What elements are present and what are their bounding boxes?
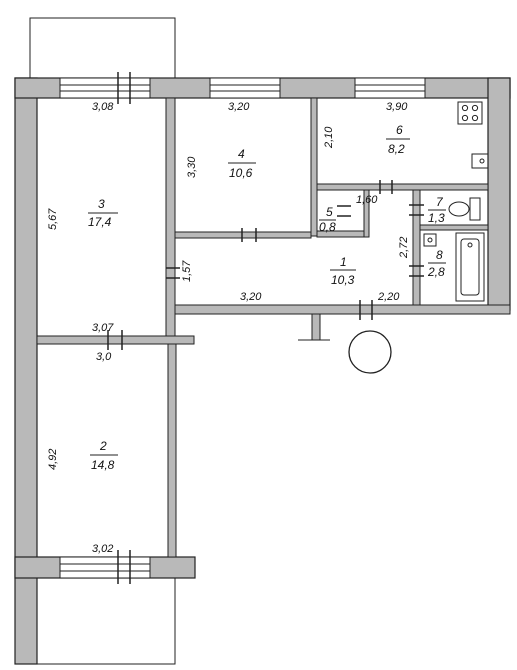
room-6-dim-h: 3,90 [386, 101, 408, 113]
wall-3-4 [165, 97, 176, 342]
room-1-dim-h: 3,20 [240, 291, 262, 303]
room-2-dim-v: 4,92 [47, 449, 59, 470]
stove-icon [457, 101, 483, 125]
room-3-area: 17,4 [88, 215, 112, 229]
room-6-dim-v: 2,10 [323, 126, 335, 149]
right-outer-wall [487, 77, 511, 311]
wall-2-corridor [167, 340, 177, 558]
room-2-dim-h2: 3,0 [96, 351, 112, 363]
window-room-2 [59, 556, 151, 579]
wall-4-6 [310, 97, 318, 237]
wall-1-7 [412, 189, 421, 306]
sink-icon [471, 153, 489, 169]
room-7-number: 7 [436, 195, 444, 209]
room-1-dim-h2: 2,20 [377, 291, 400, 303]
room-3-dim-h: 3,08 [92, 101, 114, 113]
window-room-4 [209, 77, 281, 99]
landing-circle [348, 330, 392, 374]
room-2-dim-h3: 3,02 [92, 543, 113, 555]
window-room-6 [354, 77, 426, 99]
bottom-balcony [29, 577, 176, 665]
room-3-dim-v: 5,67 [47, 208, 59, 230]
wall-4-1 [174, 231, 312, 239]
top-balcony [29, 17, 176, 79]
room-1-number: 1 [340, 255, 347, 269]
toilet-icon [448, 197, 481, 221]
room-4-dim-v: 3,30 [186, 156, 198, 178]
room-2-number: 2 [99, 439, 107, 453]
room-2-dim-h: 3,07 [92, 322, 114, 334]
room-5-dim-h: 1,60 [356, 194, 378, 206]
room-6-number: 6 [396, 123, 403, 137]
room-4-number: 4 [238, 147, 245, 161]
wall-7-8 [419, 224, 489, 231]
room-5-number: 5 [326, 205, 333, 219]
entrance-stub [311, 313, 321, 341]
room-1-dim-v2: 1,57 [181, 260, 193, 282]
room-1-area: 10,3 [331, 273, 355, 287]
room-7-area: 1,3 [428, 211, 445, 225]
window-room-3 [59, 77, 151, 99]
wall-3-2 [36, 335, 195, 345]
room-2-area: 14,8 [91, 458, 115, 472]
room-4-area: 10,6 [229, 166, 253, 180]
room-6-area: 8,2 [388, 142, 405, 156]
room-1-dim-v: 2,72 [398, 237, 410, 259]
wall-5-right [363, 189, 370, 238]
room-3-number: 3 [98, 197, 105, 211]
wall-1-bottom [174, 304, 511, 315]
wall-6-bottom [316, 183, 489, 191]
bathtub-icon [455, 232, 485, 302]
room-5-area: 0,8 [319, 220, 336, 234]
room-4-dim-h: 3,20 [228, 101, 250, 113]
room-8-area: 2,8 [427, 265, 445, 279]
basin-icon [423, 233, 437, 247]
room-8-number: 8 [436, 248, 443, 262]
